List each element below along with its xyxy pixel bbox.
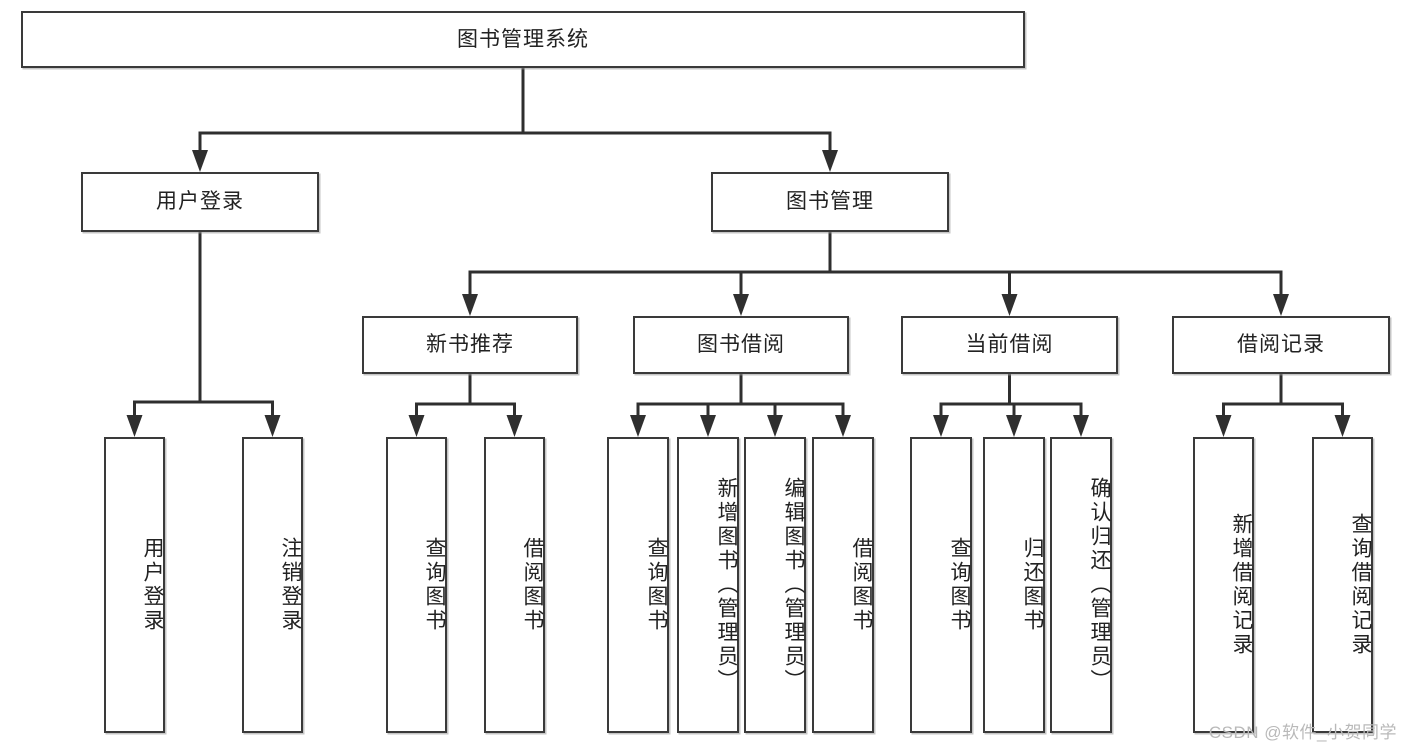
node-book-borrow[interactable]: 图书借阅	[633, 316, 849, 374]
node-leaf-rec-borrow[interactable]: 借阅图书	[484, 437, 545, 733]
node-label: 用户登录	[156, 190, 244, 214]
node-leaf-br-add[interactable]: 新增借阅记录	[1193, 437, 1254, 733]
arrowhead-book-borrow	[733, 294, 749, 316]
node-label: 用户登录	[141, 537, 164, 633]
node-label: 编辑图书（管理员）	[782, 477, 805, 693]
node-leaf-cb-confirm[interactable]: 确认归还（管理员）	[1050, 437, 1112, 733]
arrowhead-leaf-bb-borrow	[835, 415, 851, 437]
arrowhead-book-manage	[822, 150, 838, 172]
node-leaf-bb-query[interactable]: 查询图书	[607, 437, 669, 733]
node-label: 注销登录	[279, 537, 302, 633]
node-label: 新增图书（管理员）	[715, 477, 738, 693]
arrowhead-leaf-user-login	[126, 415, 143, 437]
node-leaf-user-logout[interactable]: 注销登录	[242, 437, 303, 733]
arrowhead-user-login	[192, 150, 208, 172]
arrowhead-leaf-bb-query	[630, 415, 646, 437]
arrowhead-leaf-rec-query	[408, 415, 425, 437]
arrowhead-leaf-rec-borrow	[506, 415, 523, 437]
watermark: CSDN @软件_小贺同学	[1208, 723, 1397, 742]
node-label: 图书借阅	[697, 333, 785, 357]
arrowhead-leaf-br-add	[1215, 415, 1232, 437]
arrowhead-leaf-bb-add	[700, 415, 716, 437]
node-book-manage[interactable]: 图书管理	[711, 172, 949, 232]
arrowhead-leaf-cb-return	[1006, 415, 1022, 437]
node-current-borrow[interactable]: 当前借阅	[901, 316, 1118, 374]
arrowhead-borrow-record	[1273, 294, 1289, 316]
arrowhead-current-borrow	[1001, 294, 1018, 316]
arrowhead-leaf-bb-edit	[767, 415, 783, 437]
node-label: 查询图书	[423, 537, 446, 633]
node-label: 查询图书	[948, 537, 971, 633]
node-new-book-rec[interactable]: 新书推荐	[362, 316, 578, 374]
node-leaf-rec-query[interactable]: 查询图书	[386, 437, 447, 733]
arrowhead-leaf-cb-confirm	[1073, 415, 1089, 437]
node-label: 借阅图书	[850, 537, 873, 633]
node-leaf-br-query[interactable]: 查询借阅记录	[1312, 437, 1373, 733]
node-leaf-bb-edit[interactable]: 编辑图书（管理员）	[744, 437, 806, 733]
node-label: 图书管理系统	[457, 27, 589, 51]
node-leaf-user-login[interactable]: 用户登录	[104, 437, 165, 733]
arrowhead-leaf-cb-query	[933, 415, 949, 437]
node-label: 借阅图书	[521, 537, 544, 633]
node-label: 查询借阅记录	[1349, 513, 1372, 657]
node-user-login[interactable]: 用户登录	[81, 172, 319, 232]
node-leaf-cb-query[interactable]: 查询图书	[910, 437, 972, 733]
node-leaf-cb-return[interactable]: 归还图书	[983, 437, 1045, 733]
arrowhead-new-book-rec	[462, 294, 478, 316]
node-label: 当前借阅	[965, 333, 1054, 357]
node-label: 确认归还（管理员）	[1088, 477, 1111, 693]
node-label: 图书管理	[786, 190, 874, 214]
node-leaf-bb-borrow[interactable]: 借阅图书	[812, 437, 874, 733]
node-label: 新增借阅记录	[1230, 513, 1253, 657]
node-label: 查询图书	[645, 537, 668, 633]
arrowhead-leaf-br-query	[1334, 415, 1351, 437]
node-borrow-record[interactable]: 借阅记录	[1172, 316, 1390, 374]
node-label: 借阅记录	[1237, 333, 1325, 357]
node-label: 归还图书	[1021, 537, 1044, 633]
arrowhead-leaf-user-logout	[264, 415, 281, 437]
node-leaf-bb-add[interactable]: 新增图书（管理员）	[677, 437, 739, 733]
node-label: 新书推荐	[426, 333, 514, 357]
node-root[interactable]: 图书管理系统	[21, 11, 1025, 68]
